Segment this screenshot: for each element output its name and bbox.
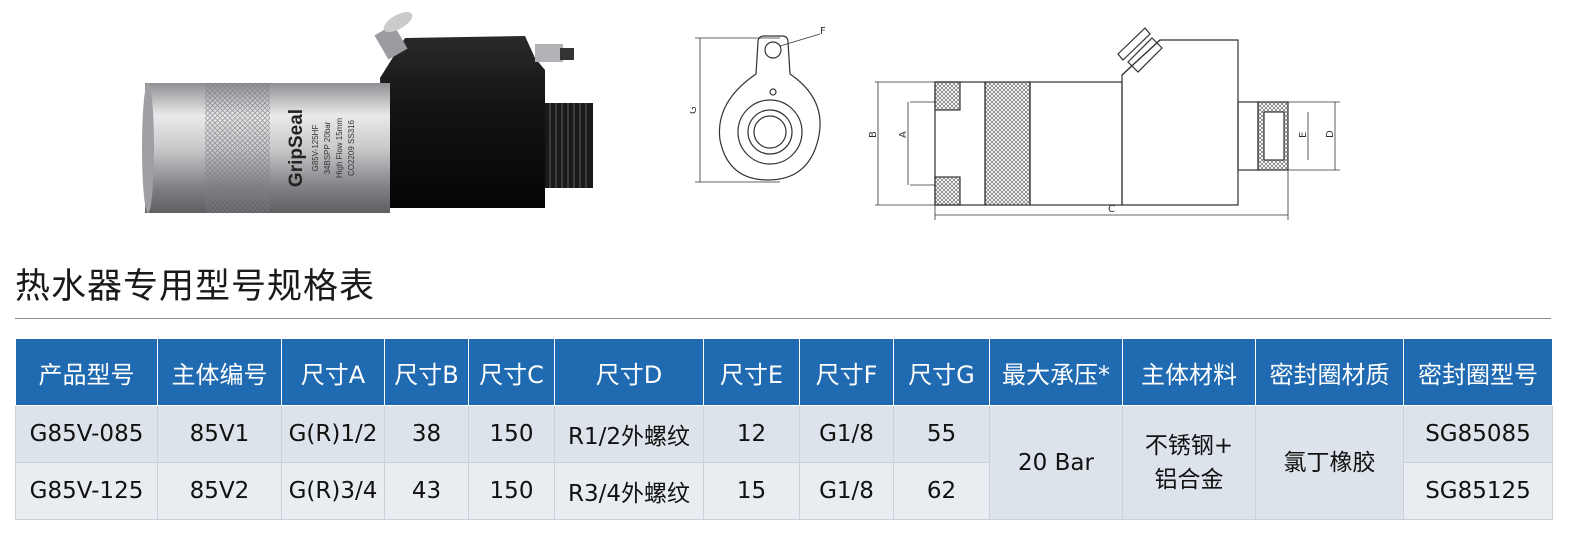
table-cell: 85V1 bbox=[157, 405, 282, 463]
table-cell: 12 bbox=[703, 405, 800, 463]
header-cell: 最大承压* bbox=[989, 338, 1123, 406]
dim-label-g: G bbox=[690, 106, 699, 114]
dim-label-a: A bbox=[898, 131, 909, 138]
table-cell: 55 bbox=[893, 405, 990, 463]
table-cell: G(R)1/2 bbox=[281, 405, 385, 463]
table-cell: R1/2外螺纹 bbox=[554, 405, 704, 463]
body-material-line: 铝合金 bbox=[1154, 466, 1224, 493]
dim-label-d: D bbox=[1325, 130, 1336, 138]
table-cell: G1/8 bbox=[799, 405, 894, 463]
front-view-drawing: G F bbox=[690, 26, 826, 183]
spec-engraving-2: High Flow 15mm bbox=[335, 118, 344, 178]
dim-label-f: F bbox=[820, 26, 826, 37]
spec-engraving-3: CO2209 SS316 bbox=[347, 119, 356, 176]
table-row: G85V-085 85V1 G(R)1/2 38 150 R1/2外螺纹 12 … bbox=[15, 405, 1553, 520]
header-cell: 产品型号 bbox=[15, 338, 158, 406]
brand-logo-text: GripSeal bbox=[286, 109, 307, 187]
table-cell: 15 bbox=[703, 462, 800, 520]
table-cell: G85V-125 bbox=[15, 462, 158, 520]
spec-engraving-1: 34BSPP 20bar bbox=[323, 121, 332, 174]
product-photo: GripSeal G85V-125HF 34BSPP 20bar High Fl… bbox=[142, 11, 593, 213]
header-cell: 主体材料 bbox=[1122, 338, 1256, 406]
table-cell: G1/8 bbox=[799, 462, 894, 520]
header-cell: 尺寸B bbox=[384, 338, 469, 406]
seal-material-cell: 氯丁橡胶 bbox=[1255, 405, 1404, 520]
header-cell: 密封圈材质 bbox=[1255, 338, 1404, 406]
page-title: 热水器专用型号规格表 bbox=[15, 267, 376, 307]
table-cell: 150 bbox=[468, 405, 555, 463]
dim-label-b: B bbox=[868, 131, 879, 138]
table-cell: 43 bbox=[384, 462, 469, 520]
body-material-cell: 不锈钢+ 铝合金 bbox=[1122, 405, 1256, 520]
header-cell: 主体编号 bbox=[157, 338, 282, 406]
header-cell: 尺寸C bbox=[468, 338, 555, 406]
title-divider bbox=[15, 318, 1551, 319]
header-cell: 尺寸A bbox=[281, 338, 385, 406]
table-cell: R3/4外螺纹 bbox=[554, 462, 704, 520]
table-cell: 38 bbox=[384, 405, 469, 463]
header-cell: 尺寸F bbox=[799, 338, 894, 406]
body-material-line: 不锈钢+ bbox=[1144, 432, 1234, 459]
table-cell: 150 bbox=[468, 462, 555, 520]
spec-table: 产品型号 主体编号 尺寸A 尺寸B 尺寸C 尺寸D 尺寸E 尺寸F 尺寸G 最大… bbox=[15, 338, 1553, 520]
max-pressure-cell: 20 Bar bbox=[989, 405, 1123, 520]
table-cell: SG85085 bbox=[1403, 405, 1553, 463]
dim-label-c: C bbox=[1108, 204, 1115, 215]
header-cell: 尺寸E bbox=[703, 338, 800, 406]
table-header-row: 产品型号 主体编号 尺寸A 尺寸B 尺寸C 尺寸D 尺寸E 尺寸F 尺寸G 最大… bbox=[15, 338, 1553, 406]
table-row: G85V-125 85V2 G(R)3/4 43 150 R3/4外螺纹 15 … bbox=[15, 462, 1553, 520]
table-cell: G85V-085 bbox=[15, 405, 158, 463]
header-cell: 密封圈型号 bbox=[1403, 338, 1553, 406]
side-view-drawing: B A D E C bbox=[868, 27, 1340, 220]
table-cell: 62 bbox=[893, 462, 990, 520]
model-engraving: G85V-125HF bbox=[311, 125, 320, 172]
dim-label-e: E bbox=[1298, 132, 1309, 138]
table-cell: SG85125 bbox=[1403, 462, 1553, 520]
header-cell: 尺寸G bbox=[893, 338, 990, 406]
table-cell: 85V2 bbox=[157, 462, 282, 520]
table-cell: G(R)3/4 bbox=[281, 462, 385, 520]
header-cell: 尺寸D bbox=[554, 338, 704, 406]
